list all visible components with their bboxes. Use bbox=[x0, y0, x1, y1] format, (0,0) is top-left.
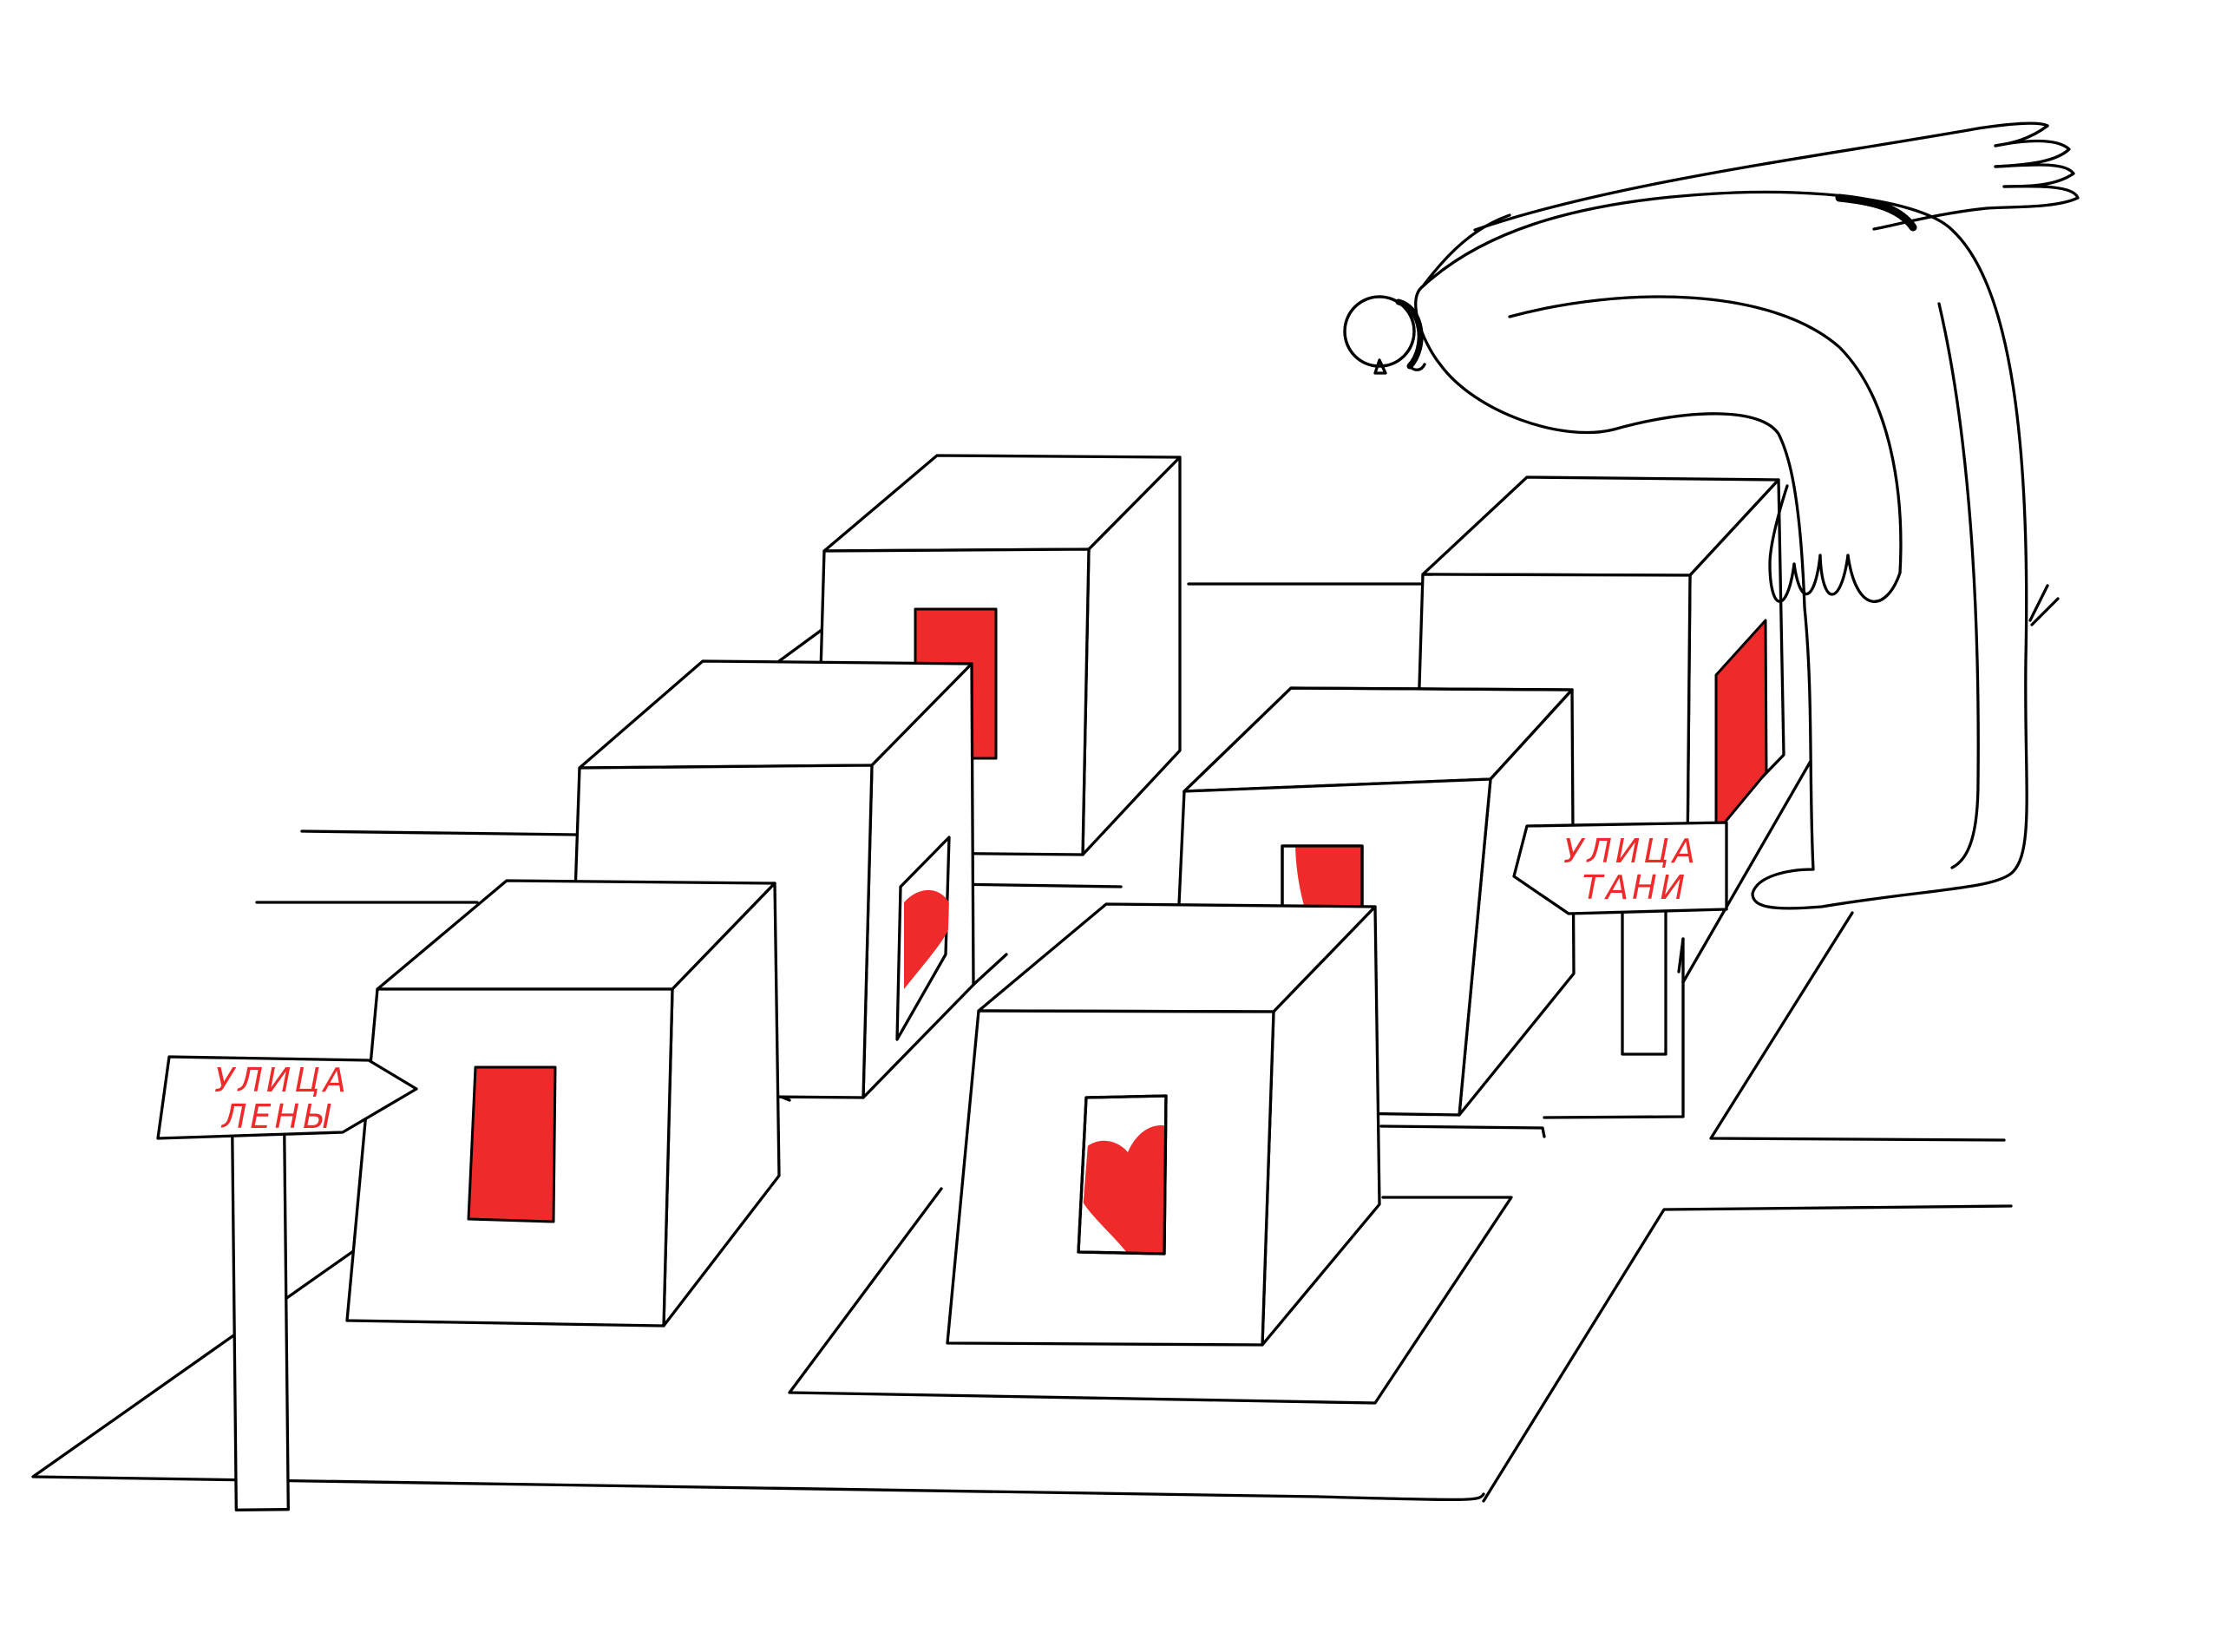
sign-right-line1: УЛИЦА bbox=[1563, 832, 1699, 870]
street-sign-icon bbox=[1512, 821, 1728, 915]
sign-post bbox=[231, 1126, 290, 1511]
giant-figure-icon bbox=[1343, 121, 2080, 910]
street-sign-icon bbox=[156, 1055, 418, 1140]
street-sign-left: УЛИЦА ЛЕНЫ bbox=[156, 1055, 418, 1511]
sign-left-line2: ЛЕНЫ bbox=[220, 1098, 333, 1136]
door-icon bbox=[467, 1065, 557, 1223]
sign-right-line2: ТАНИ bbox=[1582, 869, 1688, 907]
house-front-left bbox=[345, 879, 781, 1328]
heart-icon bbox=[1080, 1125, 1166, 1254]
street-sign-right: УЛИЦА ТАНИ bbox=[1512, 821, 1728, 1056]
sign-post bbox=[1621, 905, 1667, 1056]
house-front-right bbox=[946, 902, 1381, 1347]
sign-left-line1: УЛИЦА bbox=[214, 1061, 350, 1099]
heart-icon bbox=[904, 889, 951, 989]
door-icon bbox=[1714, 619, 1768, 835]
